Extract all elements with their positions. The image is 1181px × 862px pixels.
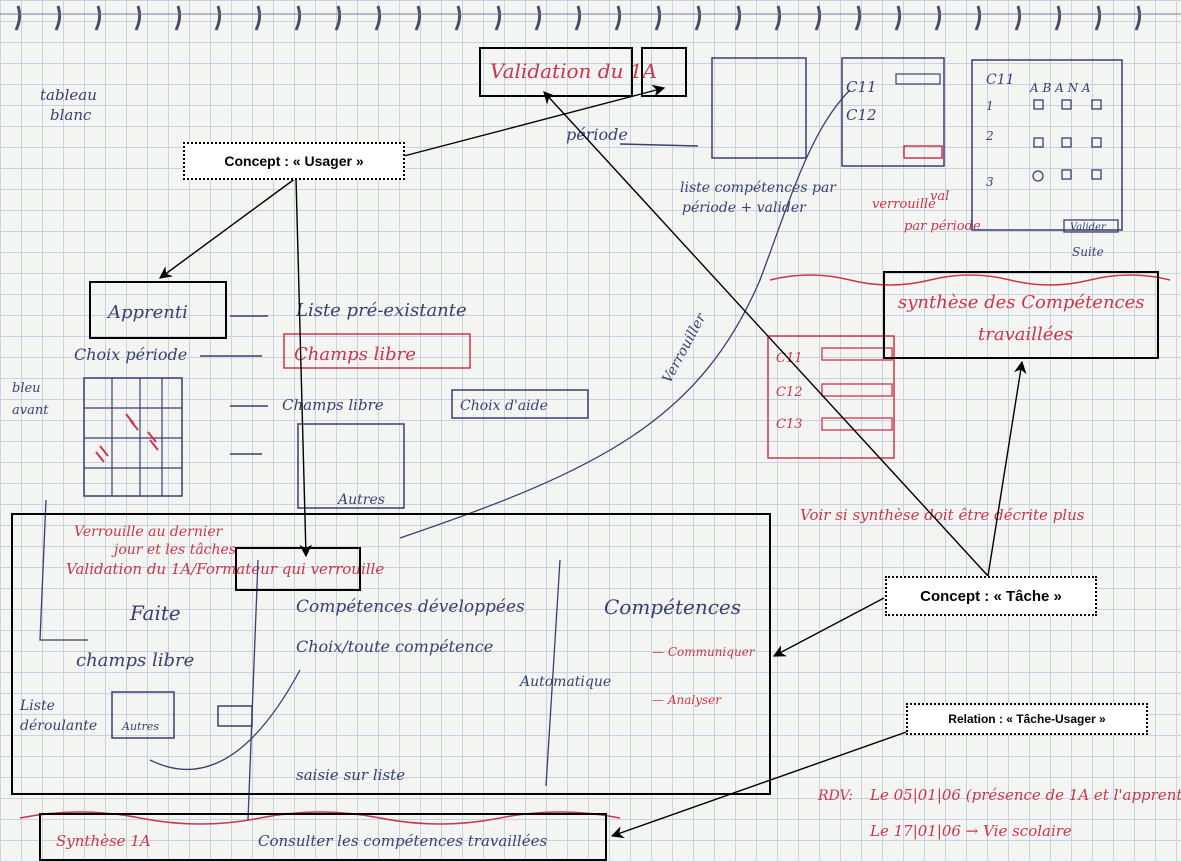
competence-box bbox=[841, 57, 945, 167]
faite-text: Faite bbox=[129, 601, 181, 625]
choix-periode-text: Choix période bbox=[74, 345, 187, 364]
grid-row-2: 2 bbox=[985, 129, 994, 143]
apprenti-text: Apprenti bbox=[106, 302, 188, 323]
grid-columns: A B A N A bbox=[1029, 81, 1091, 95]
verouille-text-2: val bbox=[930, 189, 949, 204]
liste-preexistante-text: Liste pré-existante bbox=[295, 300, 467, 321]
champs-libre-2: Champs libre bbox=[282, 396, 384, 414]
bleu-avant-1: bleu bbox=[12, 381, 41, 396]
period-sketch-box bbox=[711, 57, 807, 159]
arrow-usager-to-1a bbox=[403, 84, 666, 157]
c11-label: C11 bbox=[846, 78, 877, 96]
c12-label: C12 bbox=[846, 106, 877, 124]
validation-formateur-text: Validation du 1A/Formateur qui verrouill… bbox=[66, 560, 384, 578]
verrouille-dernier-2: jour et les tâches bbox=[111, 542, 236, 558]
synthese-text-2: travaillées bbox=[978, 324, 1073, 345]
relation-tache-usager-label: Relation : « Tâche-Usager » bbox=[906, 703, 1148, 735]
arrow-relation-to-synthese bbox=[610, 729, 913, 839]
rdv-line2: Le 17|01|06 → Vie scolaire bbox=[869, 822, 1072, 840]
grid-row-1: 1 bbox=[986, 99, 994, 113]
box-formateur bbox=[235, 547, 361, 591]
tableau-blanc-line2: blanc bbox=[50, 106, 92, 124]
autres-2-text: Autres bbox=[121, 720, 159, 733]
box-synthese bbox=[883, 271, 1159, 359]
spiral-binding bbox=[14, 5, 1142, 31]
red-c12: C12 bbox=[776, 385, 803, 400]
bleu-avant-2: avant bbox=[12, 403, 49, 418]
choix-date-text: Choix d'aide bbox=[460, 398, 548, 414]
arrow-tache-to-synthese bbox=[987, 360, 1027, 577]
analyser-text: — Analyser bbox=[652, 693, 722, 707]
liste-competences-line2: période + valider bbox=[682, 200, 807, 216]
competences-developpees-text: Compétences développées bbox=[296, 597, 525, 617]
champs-libre-3: champs libre bbox=[76, 650, 194, 671]
champs-libre-text: Champs libre bbox=[294, 344, 416, 365]
validation-title-text: Validation du 1A bbox=[490, 59, 657, 83]
grid-row-3: 3 bbox=[986, 175, 994, 189]
grid-sketch-box bbox=[971, 59, 1123, 231]
synthese-1a-text: Synthèse 1A bbox=[56, 832, 151, 850]
saisie-liste-text: saisie sur liste bbox=[296, 766, 405, 784]
red-c13: C13 bbox=[776, 417, 803, 432]
communiquer-text: — Communiquer bbox=[652, 645, 756, 659]
red-competence-box bbox=[767, 335, 895, 459]
liste-deroulante-1: Liste bbox=[19, 698, 55, 714]
automatique-text: Automatique bbox=[518, 674, 611, 690]
par-periode-text: par période bbox=[904, 219, 981, 234]
box-bottom-left bbox=[11, 513, 771, 795]
arrow-usager-to-apprenti bbox=[158, 177, 297, 279]
synthese-ecrite-text: Voir si synthèse doit être décrite plus bbox=[800, 506, 1085, 524]
arrow-usager-to-formateur bbox=[295, 177, 312, 558]
calendar-sketch bbox=[83, 377, 183, 497]
verouille-text-1: verrouille bbox=[872, 197, 936, 212]
verrouille-dernier-1: Verrouille au dernier bbox=[74, 524, 224, 540]
competences-text: Compétences bbox=[604, 595, 741, 619]
liste-deroulante-2: déroulante bbox=[20, 718, 97, 734]
box-synthese-1a bbox=[39, 813, 607, 861]
box-apprenti bbox=[89, 281, 227, 339]
arrow-tache-to-competences bbox=[772, 597, 885, 657]
rdv-label: RDV: bbox=[817, 788, 853, 804]
consulter-text: Consulter les compétences travaillées bbox=[258, 832, 547, 850]
concept-tache-label: Concept : « Tâche » bbox=[885, 576, 1097, 616]
concept-usager-label: Concept : « Usager » bbox=[183, 142, 405, 180]
liste-competences-line1: liste compétences par bbox=[680, 180, 837, 196]
autres-text: Autres bbox=[336, 492, 385, 508]
suite-text: Suite bbox=[1072, 245, 1104, 259]
tableau-blanc-line1: tableau bbox=[40, 86, 97, 104]
choix-toute-competence-text: Choix/toute compétence bbox=[296, 637, 493, 656]
rdv-line1: Le 05|01|06 (présence de 1A et l'apprent… bbox=[869, 786, 1181, 804]
arrow-tache-to-validation bbox=[543, 91, 989, 577]
synthese-text-1: synthèse des Compétences bbox=[898, 292, 1145, 313]
periode-text: période bbox=[566, 125, 628, 144]
grid-header: C11 bbox=[986, 72, 1015, 88]
valider-text: Valider bbox=[1070, 222, 1107, 233]
